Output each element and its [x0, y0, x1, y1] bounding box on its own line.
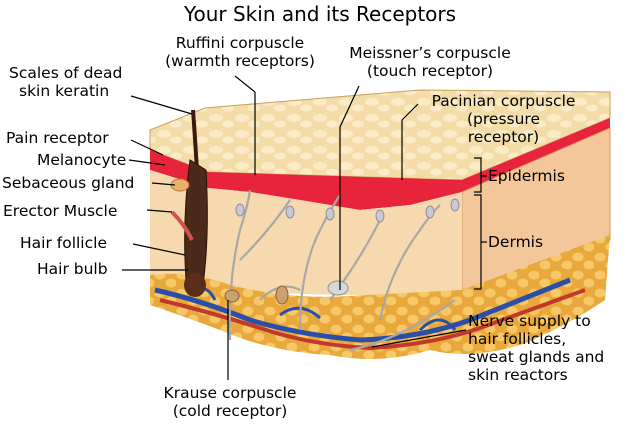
pacinian-corpuscle	[327, 280, 349, 296]
label-ruffini: Ruffini corpuscle (warmth receptors)	[140, 34, 340, 70]
label-line: Scales of dead	[9, 64, 123, 82]
label-line: skin reactors	[468, 366, 568, 384]
label-meissner: Meissner’s corpuscle (touch receptor)	[330, 44, 530, 80]
label-sebaceous-gland: Sebaceous gland	[2, 174, 135, 192]
diagram-title: Your Skin and its Receptors	[183, 2, 457, 26]
label-scales: Scales of dead skin keratin	[9, 64, 122, 100]
label-hair-bulb: Hair bulb	[37, 260, 108, 278]
label-erector-muscle: Erector Muscle	[3, 202, 118, 220]
label-line: sweat glands and	[468, 348, 605, 366]
label-melanocyte: Melanocyte	[37, 151, 127, 169]
label-line: receptor)	[467, 128, 540, 146]
krause-corpuscle	[224, 289, 240, 303]
label-line: Ruffini corpuscle	[175, 34, 305, 52]
epidermis-layer	[150, 150, 462, 210]
ruffini-corpuscle	[275, 285, 289, 305]
label-epidermis: Epidermis	[488, 167, 565, 185]
nerve-network	[228, 189, 456, 352]
label-line: Krause corpuscle	[163, 384, 297, 402]
epidermis-side	[462, 118, 610, 192]
label-line: (warmth receptors)	[165, 52, 315, 70]
dermis-layer	[150, 170, 462, 298]
label-line: Pacinian corpuscle	[431, 92, 576, 110]
label-pacinian: Pacinian corpuscle (pressure receptor)	[416, 92, 591, 146]
label-line: (pressure	[467, 110, 540, 128]
label-pain-receptor: Pain receptor	[6, 129, 109, 147]
label-nerve-supply: Nerve supply to hair follicles, sweat gl…	[468, 312, 604, 384]
erector-muscle	[170, 210, 194, 241]
label-line: Nerve supply to	[468, 312, 591, 330]
label-line: (touch receptor)	[366, 62, 494, 80]
blood-vessel-blue	[154, 277, 571, 343]
label-hair-follicle: Hair follicle	[20, 234, 107, 252]
label-line: Meissner’s corpuscle	[349, 44, 511, 62]
label-line: hair follicles,	[468, 330, 567, 348]
label-krause: Krause corpuscle (cold receptor)	[130, 384, 330, 420]
label-dermis: Dermis	[488, 233, 544, 251]
hair-bulb	[184, 273, 206, 297]
leader-lines	[122, 75, 487, 380]
label-line: skin keratin	[19, 82, 110, 100]
label-line: (cold receptor)	[172, 402, 288, 420]
